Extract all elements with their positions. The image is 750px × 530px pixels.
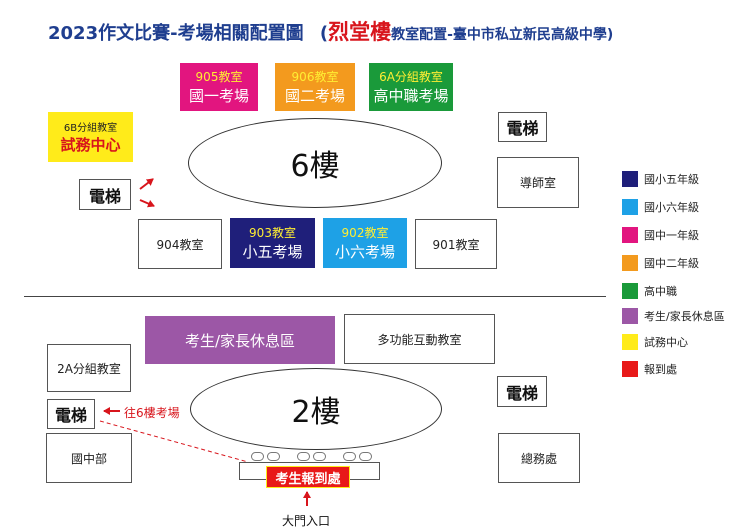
legend-label: 國中二年級 <box>644 257 699 270</box>
legend-swatch <box>622 255 638 271</box>
legend-label: 國中一年級 <box>644 229 699 242</box>
legend-item: 國小六年級 <box>622 198 699 216</box>
elevator-6f-left-label: 電梯 <box>88 186 121 206</box>
room-906-number: 906教室 <box>291 70 339 84</box>
door-1 <box>251 452 264 461</box>
legend-swatch <box>622 283 638 299</box>
room-902: 902教室 小六考場 <box>323 218 407 268</box>
room-903: 903教室 小五考場 <box>230 218 315 268</box>
door-3 <box>297 452 310 461</box>
title-rest: 教室配置-臺中市私立新民高級中學) <box>391 27 614 43</box>
checkin-desk: 考生報到處 <box>266 466 350 488</box>
arrow-elevator-down-icon <box>139 199 155 208</box>
legend-swatch <box>622 199 638 215</box>
room-lounge: 考生/家長休息區 <box>145 316 335 364</box>
room-general-affairs: 總務處 <box>498 433 580 483</box>
floor-6-hall: 6樓 <box>188 118 442 208</box>
elevator-2f-left-label: 電梯 <box>54 406 87 425</box>
floor-2-hall: 2樓 <box>190 368 442 450</box>
legend-item: 高中職 <box>622 282 677 300</box>
room-multifunction: 多功能互動教室 <box>344 314 495 364</box>
room-905-use: 國一考場 <box>188 87 249 105</box>
room-901: 901教室 <box>415 219 497 269</box>
legend-label: 高中職 <box>644 285 677 298</box>
title-main: 2023作文比賽-考場相關配置圖 <box>48 23 304 44</box>
legend-item: 國中一年級 <box>622 226 699 244</box>
room-multifunction-label: 多功能互動教室 <box>377 332 462 347</box>
room-general-affairs-label: 總務處 <box>520 451 557 466</box>
room-junior-dept-label: 國中部 <box>70 451 107 466</box>
room-6b: 6B分組教室 試務中心 <box>48 112 133 162</box>
page-title: 2023作文比賽-考場相關配置圖 (烈堂樓教室配置-臺中市私立新民高級中學) <box>48 16 613 46</box>
floor-2-label: 2樓 <box>291 395 341 430</box>
title-building: 烈堂樓 <box>328 20 392 44</box>
door-2 <box>267 452 280 461</box>
legend-swatch <box>622 334 638 350</box>
door-4 <box>313 452 326 461</box>
legend-item: 國小五年級 <box>622 170 699 188</box>
legend-swatch <box>622 227 638 243</box>
elevator-6f-right: 電梯 <box>498 112 547 142</box>
legend-item: 考生/家長休息區 <box>622 307 725 325</box>
elevator-6f-right-label: 電梯 <box>506 119 539 138</box>
legend-swatch <box>622 361 638 377</box>
room-904: 904教室 <box>138 219 222 269</box>
room-2a: 2A分組教室 <box>47 344 131 392</box>
room-6b-number: 6B分組教室 <box>63 123 118 134</box>
legend-item: 試務中心 <box>622 333 688 351</box>
checkin-label: 考生報到處 <box>275 471 341 487</box>
floor-6-label: 6樓 <box>290 149 340 184</box>
legend-label: 考生/家長休息區 <box>644 310 725 323</box>
legend-label: 試務中心 <box>644 336 688 349</box>
room-902-number: 902教室 <box>341 226 389 240</box>
room-904-label: 904教室 <box>156 237 204 252</box>
legend-swatch <box>622 308 638 324</box>
legend-swatch <box>622 171 638 187</box>
room-905-number: 905教室 <box>195 70 243 84</box>
room-6b-use: 試務中心 <box>60 136 121 154</box>
dashed-path-line <box>99 420 249 463</box>
room-902-use: 小六考場 <box>334 243 395 261</box>
room-junior-dept: 國中部 <box>46 433 132 483</box>
title-paren: ( <box>319 23 329 44</box>
room-lounge-label: 考生/家長休息區 <box>184 331 296 350</box>
to-floor-6-label: 往6樓考場 <box>124 406 180 420</box>
door-5 <box>343 452 356 461</box>
room-mentor: 導師室 <box>497 157 579 208</box>
room-903-use: 小五考場 <box>242 243 303 261</box>
elevator-2f-right: 電梯 <box>497 376 547 407</box>
elevator-2f-right-label: 電梯 <box>505 383 538 403</box>
room-905: 905教室 國一考場 <box>180 63 258 111</box>
room-903-number: 903教室 <box>249 226 296 240</box>
legend-item: 國中二年級 <box>622 254 699 272</box>
room-906-use: 國二考場 <box>284 87 345 105</box>
arrow-elevator-up-icon <box>139 178 154 190</box>
room-6a-use: 高中職考場 <box>373 87 449 105</box>
elevator-6f-left: 電梯 <box>79 179 131 210</box>
room-2a-label: 2A分組教室 <box>57 361 121 376</box>
room-6a-number: 6A分組教室 <box>379 70 443 84</box>
legend-label: 國小六年級 <box>644 201 699 214</box>
legend-label: 國小五年級 <box>644 173 699 186</box>
door-6 <box>359 452 372 461</box>
legend-label: 報到處 <box>644 363 677 376</box>
room-906: 906教室 國二考場 <box>275 63 355 111</box>
room-mentor-label: 導師室 <box>519 176 556 190</box>
room-6a: 6A分組教室 高中職考場 <box>369 63 453 111</box>
floor-divider <box>24 296 606 297</box>
room-901-label: 901教室 <box>432 237 480 252</box>
main-entrance-label: 大門入口 <box>282 514 331 528</box>
legend-item: 報到處 <box>622 360 677 378</box>
elevator-2f-left: 電梯 <box>47 399 95 429</box>
